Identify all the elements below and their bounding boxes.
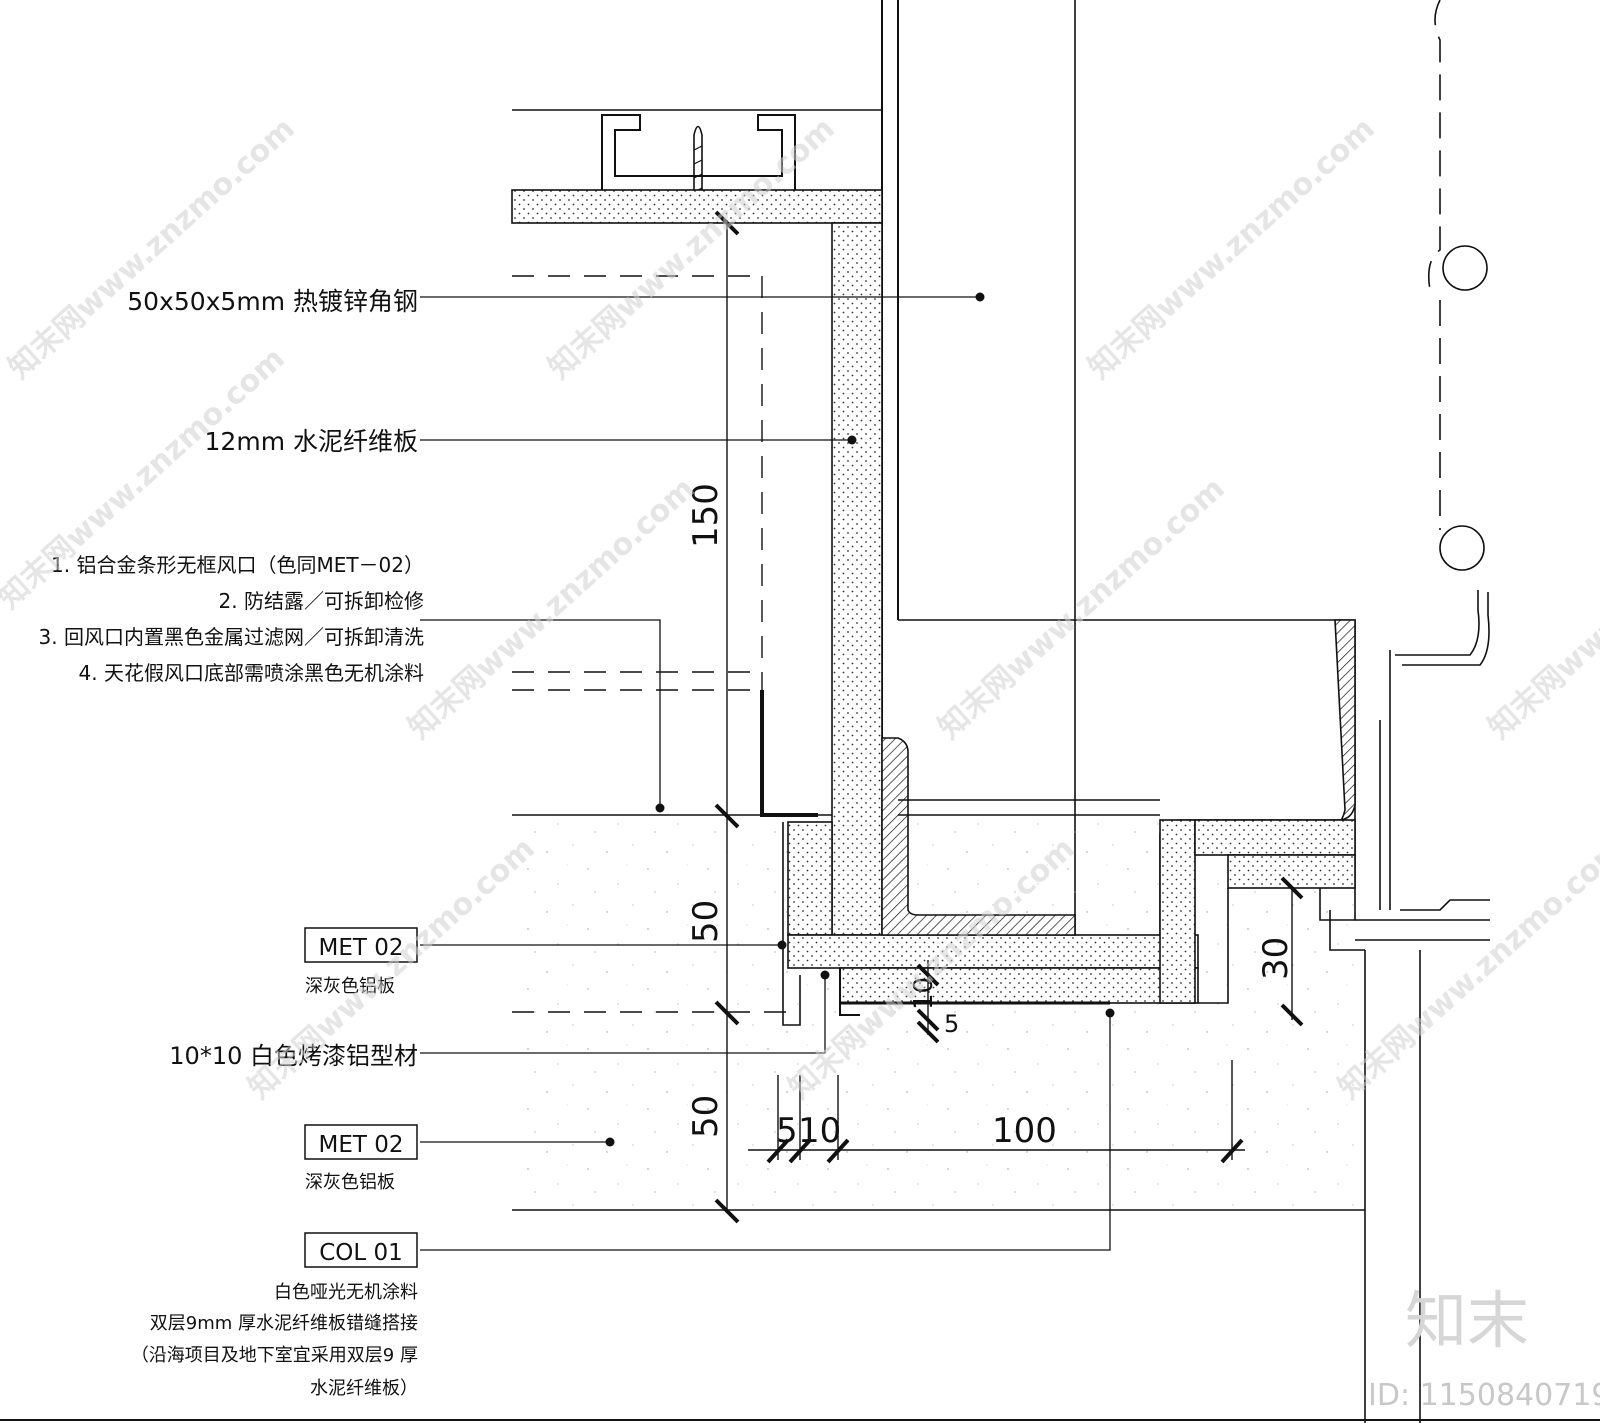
watermark-id: ID: 1150840719 xyxy=(1368,1378,1600,1413)
col01-desc-4: 水泥纤维板） xyxy=(310,1378,418,1399)
watermark-text: 知末网www.znzmo.com xyxy=(1082,111,1382,386)
dim-10-small: 10 xyxy=(909,977,939,1010)
met02-tag-b: MET 02 xyxy=(318,1132,403,1158)
col01-desc-1: 白色哑光无机涂料 xyxy=(274,1282,418,1303)
watermark-text: 知末网www.znzmo.com xyxy=(1332,831,1600,1106)
watermark-text: 知末网www.znzmo.com xyxy=(2,111,302,386)
dimension-labels: 150 50 50 30 10 5 5 10 100 xyxy=(686,483,1296,1151)
met02-tag-a: MET 02 xyxy=(318,935,403,961)
profile-10x10-label: 10*10 白色烤漆铝型材 xyxy=(169,1042,418,1070)
leader-dots xyxy=(605,292,1115,1147)
met02-desc-a: 深灰色铝板 xyxy=(305,976,395,997)
watermark-text: 知末网www.znzmo.com xyxy=(402,471,702,746)
watermark-text: 知末网www.znzmo.com xyxy=(1482,471,1600,746)
angle-steel-label: 50x50x5mm 热镀锌角钢 xyxy=(127,287,418,316)
met02-desc-b: 深灰色铝板 xyxy=(305,1172,395,1193)
vent-note-2: 2. 防结露／可拆卸检修 xyxy=(219,589,424,613)
watermark-logo: 知末 xyxy=(1405,1284,1529,1357)
col01-desc-3: （沿海项目及地下室宜采用双层9 厚 xyxy=(131,1345,418,1366)
dim-5-small: 5 xyxy=(944,1010,959,1038)
dim-10: 10 xyxy=(798,1111,841,1151)
vent-note-4: 4. 天花假风口底部需喷涂黑色无机涂料 xyxy=(79,661,424,685)
callout-labels: 50x50x5mm 热镀锌角钢 12mm 水泥纤维板 1. 铝合金条形无框风口（… xyxy=(39,287,424,1399)
dim-30: 30 xyxy=(1256,937,1296,980)
dim-100: 100 xyxy=(992,1111,1057,1151)
dim-5: 5 xyxy=(776,1111,798,1151)
dim-50-lower: 50 xyxy=(686,1095,726,1138)
col01-tag: COL 01 xyxy=(319,1240,403,1266)
material-tag-boxes xyxy=(304,927,418,1268)
watermark-text: 知末网www.znzmo.com xyxy=(932,471,1232,746)
vent-note-3: 3. 回风口内置黑色金属过滤网／可拆卸清洗 xyxy=(39,625,424,649)
vent-note-1: 1. 铝合金条形无框风口（色同MET－02） xyxy=(51,553,424,577)
leader-lines xyxy=(420,296,1111,1251)
cement-board-label: 12mm 水泥纤维板 xyxy=(205,427,418,456)
dimension-lines xyxy=(714,210,1304,1224)
watermark-text: 知末网www.znzmo.com xyxy=(542,111,842,386)
col01-desc-2: 双层9mm 厚水泥纤维板错缝搭接 xyxy=(150,1313,418,1334)
dim-150: 150 xyxy=(686,483,726,548)
dim-50-upper: 50 xyxy=(686,900,726,943)
